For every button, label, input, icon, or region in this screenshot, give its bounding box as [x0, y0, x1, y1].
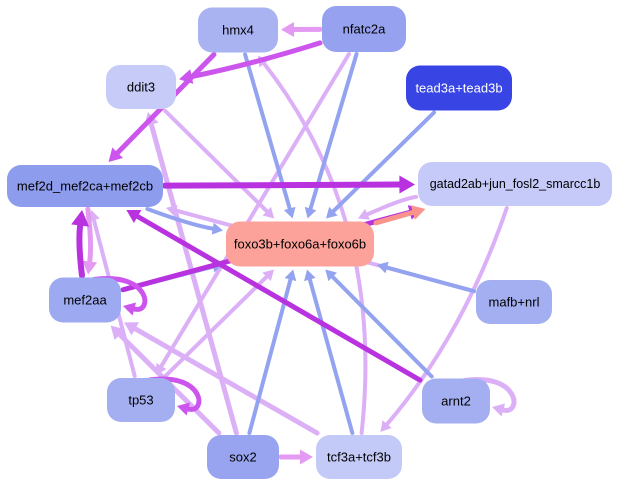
arrowhead: [325, 206, 338, 219]
edge-mef2aa-mef2d: [71, 210, 90, 279]
node-box-tead3a[interactable]: [406, 65, 512, 111]
node-box-ddit3[interactable]: [106, 65, 176, 109]
edge-nfatc2a-tp53: [156, 52, 351, 375]
arrowhead: [126, 210, 142, 224]
node-sox2[interactable]: sox2: [207, 435, 279, 479]
node-box-tcf3a[interactable]: [316, 435, 402, 479]
node-box-mef2d[interactable]: [7, 165, 163, 207]
arrowhead: [492, 403, 506, 417]
node-mafb[interactable]: mafb+nrl: [476, 280, 552, 324]
edge-tcf3a-foxo: [304, 269, 355, 435]
arrowhead: [325, 269, 337, 282]
edge-gatad-foxo: [357, 194, 418, 220]
edge-ddit3-foxo: [163, 109, 275, 219]
arrowhead: [304, 269, 316, 282]
arrowhead: [211, 222, 223, 235]
node-box-nfatc2a[interactable]: [322, 6, 406, 52]
arrowhead: [124, 322, 140, 336]
arrowhead: [262, 206, 275, 219]
edge-mef2d-foxo: [145, 207, 223, 235]
arrowhead: [71, 210, 90, 227]
node-label-gatad: gatad2ab+jun_fosl2_smarcc1b: [430, 177, 601, 191]
node-mef2d[interactable]: mef2d_mef2ca+mef2cb: [7, 165, 163, 207]
arrowhead: [82, 260, 98, 275]
edge-arnt2-mef2d: [126, 210, 423, 383]
node-box-gatad[interactable]: [418, 162, 612, 206]
edge-foxo-gatad: [373, 205, 426, 226]
node-label-sox2: sox2: [229, 450, 256, 465]
node-box-tp53[interactable]: [107, 378, 175, 422]
edge-gatad-tcf3a: [380, 206, 509, 432]
node-label-hmx4: hmx4: [222, 23, 254, 38]
node-label-mafb: mafb+nrl: [489, 295, 540, 310]
edge-nfatc2a-hmx4: [281, 22, 323, 38]
node-tcf3a[interactable]: tcf3a+tcf3b: [316, 435, 402, 479]
edge-nfatc2a-foxo: [304, 52, 359, 219]
node-label-foxo: foxo3b+foxo6a+foxo6b: [234, 237, 366, 252]
nodes-layer: hmx4 nfatc2a tead3a+tead3b ddit3 mef2d_mef2c…: [7, 6, 612, 479]
node-label-tp53: tp53: [128, 393, 153, 408]
node-mef2aa[interactable]: mef2aa: [49, 277, 121, 323]
node-box-arnt2[interactable]: [422, 378, 490, 424]
edge-tead3a-foxo: [325, 110, 437, 219]
arrowhead: [123, 302, 137, 316]
edge-mef2d-gatad: [162, 175, 415, 194]
arrowhead: [304, 206, 317, 219]
arrowhead: [410, 205, 426, 220]
node-tead3a[interactable]: tead3a+tead3b: [406, 65, 512, 111]
node-foxo[interactable]: foxo3b+foxo6a+foxo6b: [226, 221, 374, 267]
arrowhead: [357, 208, 370, 220]
edge-mef2d-mef2aa: [82, 206, 98, 275]
edge-hmx4-foxo: [243, 52, 296, 219]
arrowhead: [177, 402, 191, 416]
arrowhead: [281, 22, 295, 38]
node-label-nfatc2a: nfatc2a: [343, 22, 386, 37]
edge-tcf3a-mef2aa: [124, 322, 320, 436]
node-box-mef2aa[interactable]: [49, 277, 121, 323]
node-box-hmx4[interactable]: [198, 7, 278, 53]
arrowhead: [300, 449, 313, 465]
edge-sox2-foxo: [247, 269, 297, 435]
arrowhead: [262, 269, 275, 282]
arrowhead: [399, 175, 415, 194]
node-gatad[interactable]: gatad2ab+jun_fosl2_smarcc1b: [418, 162, 612, 206]
node-tp53[interactable]: tp53: [107, 378, 175, 422]
edge-mafb-foxo: [377, 261, 476, 294]
node-label-tcf3a: tcf3a+tcf3b: [327, 450, 391, 465]
node-label-mef2aa: mef2aa: [63, 293, 107, 308]
arrowhead: [380, 420, 392, 432]
node-box-foxo[interactable]: [226, 221, 374, 267]
arrowhead: [377, 261, 389, 274]
node-arnt2[interactable]: arnt2: [422, 378, 490, 424]
arrowhead: [108, 147, 123, 162]
arrowhead: [166, 204, 178, 217]
node-box-mafb[interactable]: [476, 280, 552, 324]
node-label-arnt2: arnt2: [441, 394, 471, 409]
node-hmx4[interactable]: hmx4: [198, 7, 278, 53]
node-ddit3[interactable]: ddit3: [106, 65, 176, 109]
arrowhead: [156, 362, 167, 375]
node-nfatc2a[interactable]: nfatc2a: [322, 6, 406, 52]
node-label-ddit3: ddit3: [127, 80, 155, 95]
edge-sox2-tcf3a: [278, 449, 313, 465]
arrowhead: [284, 269, 297, 282]
edge-arnt2-foxo: [325, 269, 434, 379]
node-label-tead3a: tead3a+tead3b: [415, 81, 502, 96]
arrowhead: [283, 206, 296, 219]
node-box-sox2[interactable]: [207, 435, 279, 479]
node-label-mef2d: mef2d_mef2ca+mef2cb: [17, 179, 153, 194]
